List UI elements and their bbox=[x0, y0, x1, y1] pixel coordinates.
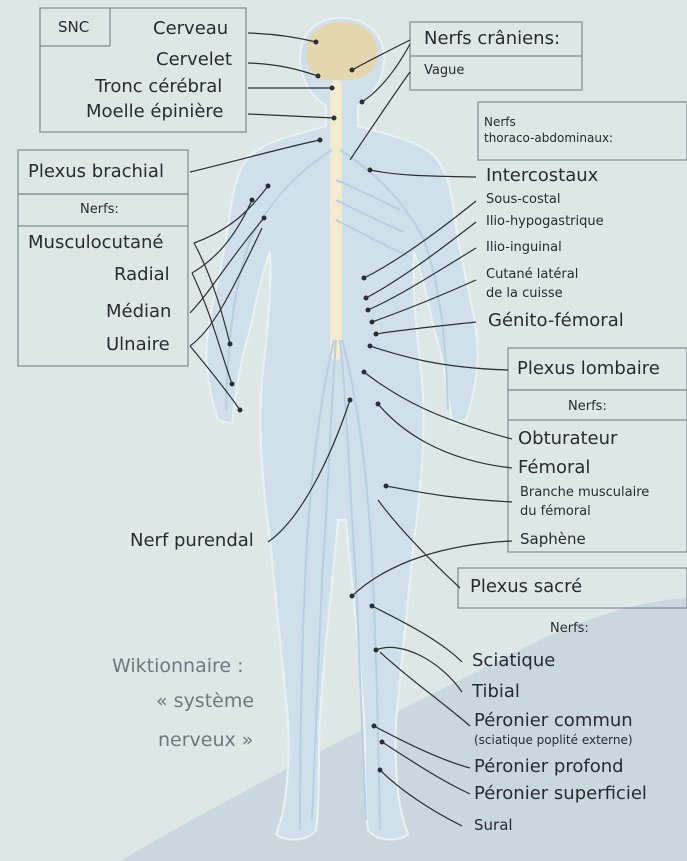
label-saphene: Saphène bbox=[520, 532, 586, 547]
sacre-heading: Plexus sacré bbox=[470, 578, 582, 596]
brain-shape bbox=[306, 22, 378, 80]
label-ilio-hypogastrique: Ilio-hypogastrique bbox=[486, 215, 604, 228]
lombaire-nerfs-sub: Nerfs: bbox=[568, 400, 607, 413]
label-femoral: Fémoral bbox=[518, 459, 590, 477]
cranial-heading: Nerfs crâniens: bbox=[424, 30, 560, 48]
label-peronier-profond: Péronier profond bbox=[474, 758, 624, 776]
label-ulnaire: Ulnaire bbox=[106, 336, 170, 354]
caption-line-1: Wiktionnaire : bbox=[112, 657, 244, 676]
label-genito-femoral: Génito-fémoral bbox=[488, 312, 624, 330]
label-moelle-epiniere: Moelle épinière bbox=[86, 103, 223, 121]
label-musculocutane: Musculocutané bbox=[28, 234, 164, 252]
label-cutane-lateral: Cutané latéral bbox=[486, 268, 578, 281]
label-obturateur: Obturateur bbox=[518, 430, 617, 448]
thoraco-heading-line2: thoraco-abdominaux: bbox=[484, 132, 613, 144]
label-intercostaux: Intercostaux bbox=[486, 167, 598, 185]
label-sous-costal: Sous-costal bbox=[486, 193, 560, 206]
label-peronier-superficiel: Péronier superficiel bbox=[474, 785, 647, 803]
label-tibial: Tibial bbox=[472, 683, 520, 701]
label-median: Médian bbox=[106, 303, 171, 321]
label-de-la-cuisse: de la cuisse bbox=[486, 287, 563, 300]
label-sural: Sural bbox=[474, 818, 513, 833]
label-branche-musculaire: Branche musculaire bbox=[520, 486, 649, 499]
label-nerf-purendal: Nerf purendal bbox=[130, 532, 254, 550]
human-figure bbox=[206, 18, 477, 840]
lombaire-heading: Plexus lombaire bbox=[517, 360, 660, 378]
label-sciatique-poplite-externe: (sciatique poplité externe) bbox=[474, 734, 633, 746]
sacre-nerfs-sub: Nerfs: bbox=[550, 622, 589, 635]
label-tronc-cerebral: Tronc cérébral bbox=[95, 78, 222, 96]
label-du-femoral: du fémoral bbox=[520, 505, 591, 518]
label-peronier-commun: Péronier commun bbox=[474, 712, 633, 730]
caption-line-2: « système bbox=[156, 692, 254, 711]
label-sciatique: Sciatique bbox=[472, 652, 555, 670]
label-cervelet: Cervelet bbox=[156, 51, 232, 69]
label-vague: Vague bbox=[424, 64, 464, 77]
brachial-heading: Plexus brachial bbox=[28, 163, 164, 181]
thoraco-heading-line1: Nerfs bbox=[484, 116, 516, 128]
label-ilio-inguinal: Ilio-inguinal bbox=[486, 241, 562, 254]
snc-heading: SNC bbox=[58, 20, 89, 35]
label-cerveau: Cerveau bbox=[153, 20, 228, 38]
caption-line-3: nerveux » bbox=[158, 731, 253, 750]
label-radial: Radial bbox=[114, 266, 170, 284]
brachial-nerfs-sub: Nerfs: bbox=[80, 203, 119, 216]
